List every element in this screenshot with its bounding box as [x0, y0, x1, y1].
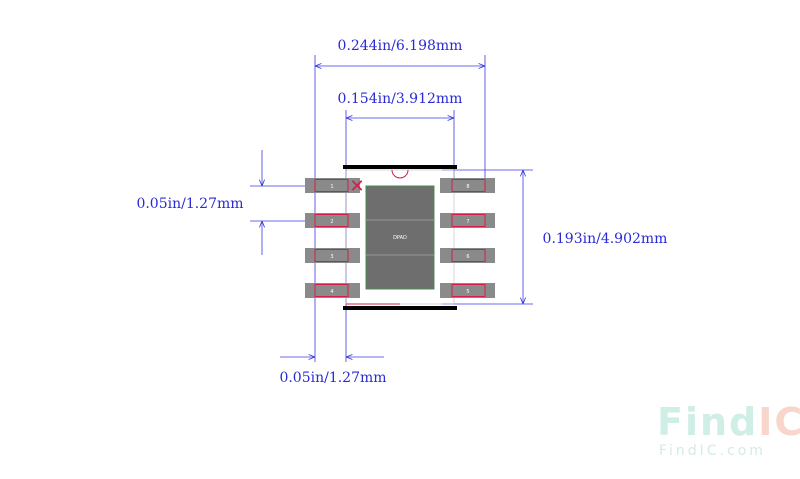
findic-logo: FindIC FindIC.com: [655, 402, 800, 464]
svg-text:8: 8: [466, 184, 469, 190]
pad-width-label: 0.05in/1.27mm: [279, 370, 386, 386]
pad-2: 2: [305, 213, 360, 228]
svg-text:5: 5: [466, 289, 469, 295]
overall-width-label: 0.244in/6.198mm: [338, 38, 463, 54]
pin1-marker: ✕: [349, 176, 364, 197]
svg-text:2: 2: [330, 219, 333, 225]
body-width-label: 0.154in/3.912mm: [338, 91, 463, 107]
svg-text:7: 7: [466, 219, 469, 225]
logo-url: FindIC.com: [659, 443, 766, 459]
center-pad-label: DPAD: [393, 235, 407, 241]
body-length-label: 0.193in/4.902mm: [543, 231, 668, 247]
logo-wordmark: FindIC: [657, 400, 800, 444]
svg-text:6: 6: [466, 254, 469, 260]
pad-4: 4: [305, 283, 360, 298]
pad-3: 3: [305, 248, 360, 263]
svg-text:4: 4: [330, 289, 333, 295]
dimension-lines: [262, 66, 523, 357]
pad-8: 8: [440, 178, 495, 193]
pin1-notch: [391, 169, 409, 179]
package-body: [343, 165, 457, 310]
center-thermal-pad: DPAD: [365, 185, 435, 290]
svg-text:1: 1: [330, 184, 333, 190]
pitch-label: 0.05in/1.27mm: [136, 196, 243, 212]
pad-5: 5: [440, 283, 495, 298]
pad-1: 1: [305, 178, 360, 193]
pad-6: 6: [440, 248, 495, 263]
svg-text:3: 3: [330, 254, 333, 260]
pad-7: 7: [440, 213, 495, 228]
